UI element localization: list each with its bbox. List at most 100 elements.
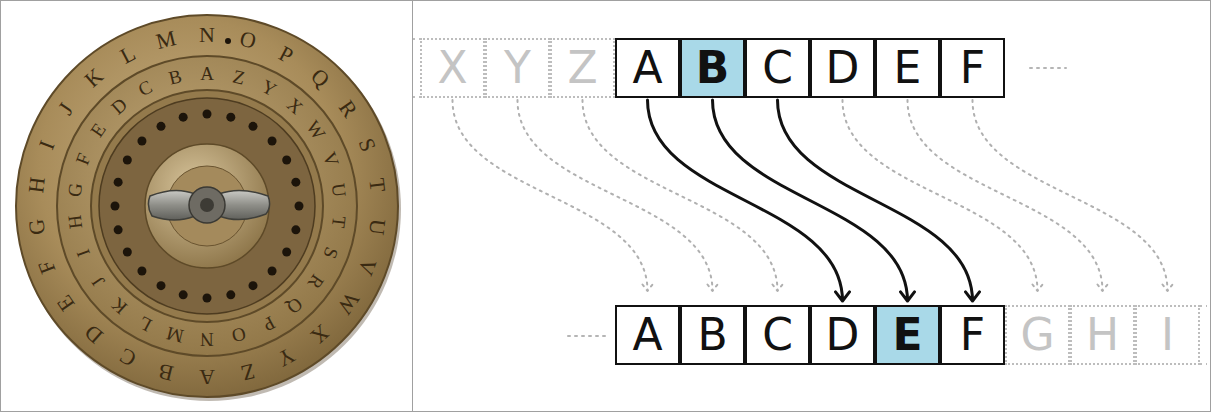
letter-box: X xyxy=(420,38,485,98)
letter: B xyxy=(696,46,730,90)
disk-hole xyxy=(157,122,166,131)
letter: A xyxy=(632,46,662,90)
continuation-dots xyxy=(413,96,420,98)
letter-box: A xyxy=(615,38,680,98)
engraved-letter: F xyxy=(72,151,94,168)
letter: Z xyxy=(567,46,597,90)
engraved-letter: Y xyxy=(274,344,298,371)
disk-hole xyxy=(123,156,132,165)
panel-divider xyxy=(412,0,413,412)
shift-arrow-dotted xyxy=(973,100,1173,291)
disk-hole xyxy=(282,156,291,165)
letter-box: H xyxy=(1070,305,1135,365)
engraved-letter: H xyxy=(65,214,86,230)
engraved-letter: N xyxy=(199,24,215,46)
letter-box: Z xyxy=(550,38,615,98)
letter: Y xyxy=(504,46,531,90)
engraved-letter: X xyxy=(284,95,307,118)
disk-hole xyxy=(268,267,277,276)
engraved-letter: X xyxy=(307,320,333,347)
engraved-letter: J xyxy=(88,273,108,290)
letter-box: C xyxy=(745,38,810,98)
engraved-letter: Q xyxy=(307,64,333,91)
engraved-letter: T xyxy=(365,177,388,193)
letter: E xyxy=(892,313,922,357)
engraved-letter: N xyxy=(200,330,214,349)
disk-hole xyxy=(137,267,146,276)
disk-hole xyxy=(295,202,304,211)
disk-hole xyxy=(111,202,120,211)
engraved-letter: U xyxy=(365,217,389,235)
letter-box: B xyxy=(680,305,745,365)
letter: D xyxy=(826,313,860,357)
disk-hole xyxy=(226,290,235,299)
engraved-letter: V xyxy=(320,149,343,169)
shift-arrow-dotted xyxy=(518,100,718,291)
disk-hole xyxy=(203,110,212,119)
shift-arrow-dotted xyxy=(908,100,1108,291)
disk-hole xyxy=(179,290,188,299)
cipher-disk xyxy=(16,15,401,401)
continuation-dots xyxy=(568,335,606,337)
letter: D xyxy=(826,46,860,90)
letter: G xyxy=(1020,313,1054,357)
letter: B xyxy=(697,313,727,357)
engraved-letter: I xyxy=(36,138,59,153)
engraved-letter: T xyxy=(329,215,349,229)
disk-hole xyxy=(282,248,291,257)
continuation-dots xyxy=(1200,305,1207,307)
letter-box: C xyxy=(745,305,810,365)
disk-lettering: ABCDEFGHIJKLMNOPQRSTUVWXYZABCDEFGHIJKLMN… xyxy=(0,0,412,412)
engraved-letter: K xyxy=(80,64,106,91)
letter-box: Y xyxy=(485,38,550,98)
shift-arrow-dotted xyxy=(583,100,783,291)
engraved-letter: V xyxy=(354,255,380,278)
engraved-letter: R xyxy=(334,97,360,122)
engraved-letter: M xyxy=(165,324,186,346)
letter: F xyxy=(960,313,985,357)
disk-hole xyxy=(226,113,235,122)
engraved-letter: O xyxy=(230,324,248,346)
continuation-dots xyxy=(413,38,420,40)
engraved-letter: O xyxy=(238,27,259,52)
engraved-letter: D xyxy=(80,320,106,347)
engraved-letter: L xyxy=(116,42,138,68)
engraved-letter: M xyxy=(154,27,178,53)
letter: X xyxy=(437,46,467,90)
disk-hole xyxy=(123,248,132,257)
engraved-letter: B xyxy=(167,66,184,87)
letter: E xyxy=(894,46,922,90)
engraved-letter: W xyxy=(304,118,330,144)
disk-hole xyxy=(291,225,300,234)
engraved-letter: E xyxy=(53,291,79,315)
engraved-letter: P xyxy=(276,42,297,67)
engraved-letter: S xyxy=(354,136,379,155)
disk-hole xyxy=(268,136,277,145)
disk-hole xyxy=(137,136,146,145)
engraved-letter: Q xyxy=(284,294,307,317)
engraved-letter: G xyxy=(25,217,49,235)
letter-box: A xyxy=(615,305,680,365)
letter-box: F xyxy=(940,305,1005,365)
shift-arrow xyxy=(713,100,915,301)
engraved-letter: C xyxy=(135,77,155,100)
engraved-letter: H xyxy=(25,176,49,194)
letter: I xyxy=(1161,313,1174,357)
letter: C xyxy=(762,46,793,90)
engraved-letter: U xyxy=(329,182,350,198)
engraved-letter: C xyxy=(116,344,139,370)
letter: H xyxy=(1086,313,1119,357)
engraved-letter: F xyxy=(35,257,60,276)
continuation-dots xyxy=(1200,363,1207,365)
engraved-letter: I xyxy=(73,247,93,260)
engraved-letter: K xyxy=(107,294,130,317)
letter-box: G xyxy=(1005,305,1070,365)
letter: F xyxy=(960,46,985,90)
disk-hole xyxy=(114,225,123,234)
disk-hole xyxy=(114,178,123,187)
letter-box: I xyxy=(1135,305,1200,365)
engraved-letter: A xyxy=(199,366,215,388)
engraved-letter: E xyxy=(86,120,108,140)
